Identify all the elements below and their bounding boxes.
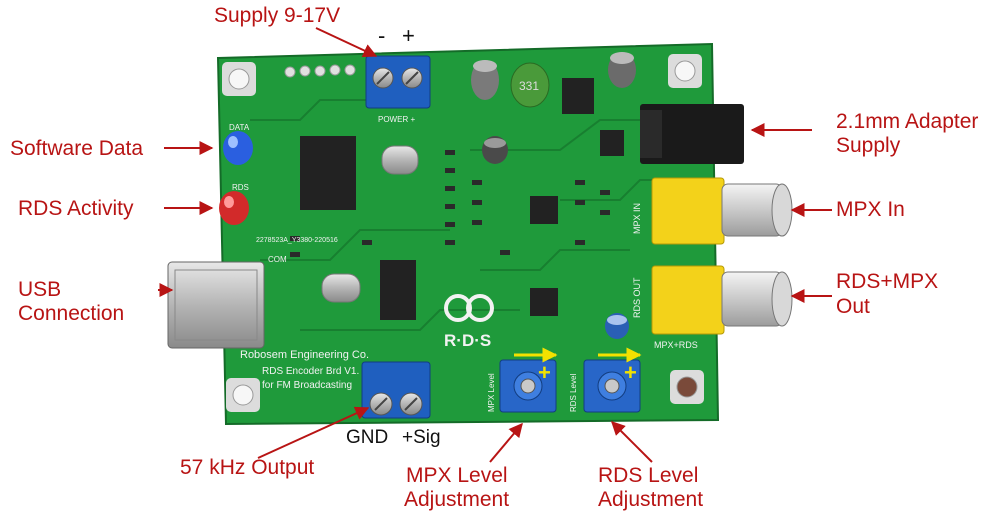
power-silk: POWER + [378, 115, 415, 124]
label-software-data: Software Data [10, 137, 144, 160]
arrow-rds-adj [611, 421, 653, 463]
capacitor-top [471, 60, 499, 100]
arrow-57khz [257, 406, 370, 459]
ic-com [380, 260, 416, 320]
voltage-regulator [562, 78, 594, 114]
arrow-supply [315, 27, 378, 58]
label-gnd: GND [346, 427, 389, 448]
label-57khz: 57 kHz Output [180, 456, 315, 479]
pin-header [284, 64, 356, 78]
board-title: RDS Encoder Brd V1. [262, 366, 359, 377]
ic-middle [530, 130, 624, 316]
output-terminal-block [361, 361, 431, 419]
rds-logo-text: R·D·S [444, 331, 491, 350]
rca-jack-mpx-in [651, 177, 793, 245]
label-rds-mpx-2: Out [836, 295, 870, 318]
label-adapter-1: 2.1mm Adapter [836, 110, 979, 133]
plus-mark-rds: + [624, 360, 637, 385]
led-rds [219, 191, 249, 225]
crystal-1 [381, 145, 419, 175]
trimmer-rds [583, 359, 641, 413]
label-rds-adj-2: Adjustment [598, 488, 704, 511]
label-plus: + [402, 23, 415, 48]
led-data [223, 131, 253, 165]
board-serial: 2278523A_Y3380-220516 [256, 237, 338, 244]
label-sig: +Sig [402, 427, 441, 448]
inductor-331: 331 [510, 62, 550, 108]
label-minus: - [378, 23, 386, 48]
label-usb-1: USB [18, 278, 62, 301]
trimmer-mpx [499, 359, 557, 413]
plus-mark-mpx: + [538, 360, 551, 385]
capacitor-blue [605, 313, 629, 339]
ic-main [300, 136, 356, 210]
led-data-silk: DATA [229, 123, 250, 132]
rca-jack-rds-out [651, 265, 793, 335]
label-supply: Supply 9-17V [214, 4, 341, 27]
label-usb-2: Connection [18, 302, 125, 325]
label-mpx-adj-1: MPX Level [406, 464, 508, 487]
crystal-2 [321, 273, 361, 303]
board-maker: Robosem Engineering Co. [240, 349, 369, 361]
label-rds-activity: RDS Activity [18, 197, 134, 220]
mounting-hole-tr [668, 54, 702, 88]
mounting-hole-bl [226, 378, 260, 412]
label-mpx-adj-2: Adjustment [404, 488, 510, 511]
label-rds-adj-1: RDS Level [598, 464, 699, 487]
pot-mpx-silk: MPX Level [487, 373, 496, 412]
mounting-hole-tl [222, 62, 256, 96]
inductor-label: 331 [519, 79, 539, 93]
label-mpx-in: MPX In [836, 198, 905, 221]
arrow-mpx-adj [489, 422, 523, 463]
pot-rds-silk: RDS Level [569, 374, 578, 412]
usb-connector [167, 261, 265, 349]
mpx-in-silk: MPX IN [632, 203, 642, 234]
dc-jack [640, 104, 744, 164]
mpx-rds-silk: MPX+RDS [654, 340, 698, 350]
capacitor-mid [482, 136, 508, 164]
com-silk: COM [268, 255, 287, 264]
capacitor-topright [608, 52, 636, 88]
smd-parts [290, 150, 610, 257]
label-rds-mpx-1: RDS+MPX [836, 270, 939, 293]
led-rds-silk: RDS [232, 183, 249, 192]
board-subtitle: for FM Broadcasting [262, 380, 352, 391]
mounting-hole-br [670, 370, 704, 404]
label-adapter-2: Supply [836, 134, 901, 157]
rds-logo: R·D·S [444, 294, 494, 350]
power-terminal-block [365, 55, 431, 109]
rds-out-silk: RDS OUT [632, 277, 642, 318]
